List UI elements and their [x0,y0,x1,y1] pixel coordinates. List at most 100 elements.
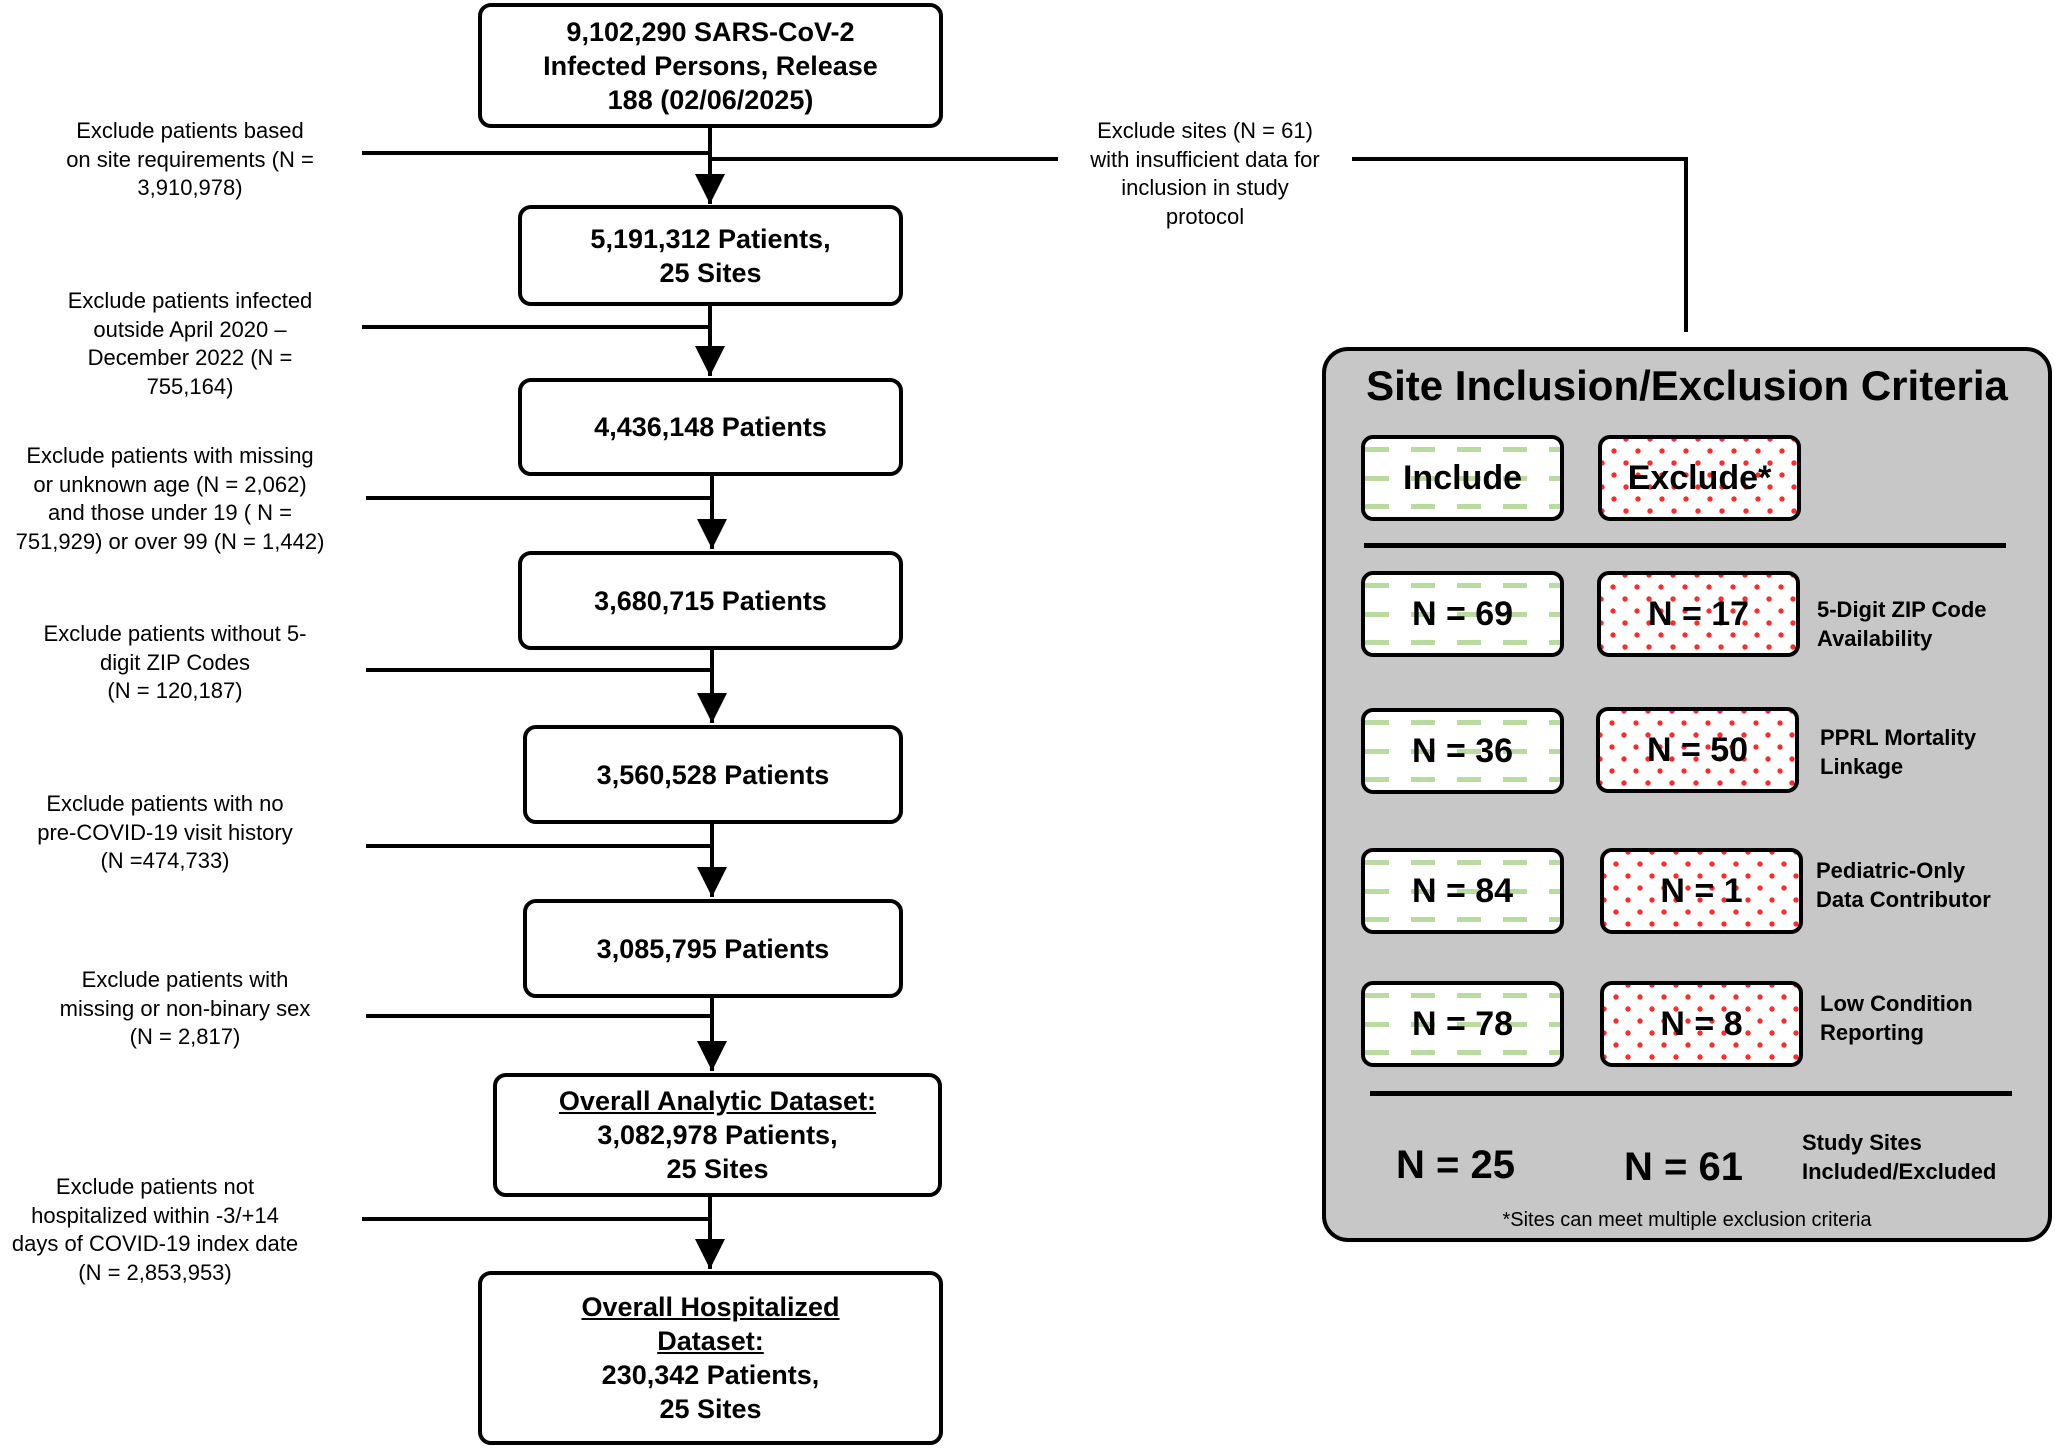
criterion-zip-exclude: N = 17 [1597,571,1800,657]
criterion-zip-include: N = 69 [1361,571,1564,657]
panel-title: Site Inclusion/Exclusion Criteria [1366,362,2008,409]
criterion-zip-label: 5-Digit ZIP Code Availability [1817,595,2047,653]
exclude-count: N = 8 [1660,1004,1743,1043]
note-line: 3,910,978) [137,175,243,200]
note-line: with insufficient data for [1090,146,1320,172]
flow-box-analytic-dataset: Overall Analytic Dataset: 3,082,978 Pati… [493,1073,942,1197]
note-line: Exclude patients infected [67,288,313,313]
exclude-count: N = 17 [1647,594,1750,633]
box-line: 3,085,795 Patients [596,933,830,964]
include-count: N = 78 [1411,1004,1514,1043]
note-line: Exclude patients based [76,118,304,143]
criterion-pediatric-include: N = 84 [1361,848,1564,934]
panel-divider-top [1364,543,2006,548]
box-line: 25 Sites [659,1394,762,1424]
include-count: N = 84 [1411,871,1514,910]
note-line: Exclude sites (N = 61) [1097,118,1313,143]
box-line: 25 Sites [666,1154,769,1184]
flow-box-site-requirements: 5,191,312 Patients, 25 Sites [518,205,903,306]
note-line: (N = 120,187) [107,678,243,703]
exclusion-note-site-requirements: Exclude patients based on site requireme… [10,117,370,203]
note-line: hospitalized within -3/+14 [31,1202,279,1228]
exclude-count: N = 50 [1646,730,1749,769]
totals-label: Study Sites Included/Excluded [1802,1128,2042,1186]
site-criteria-panel: Site Inclusion/Exclusion Criteria Includ… [1322,347,2052,1242]
total-included: N = 25 [1396,1143,1515,1187]
include-legend-label: Include [1402,458,1523,497]
exclusion-note-sex: Exclude patients with missing or non-bin… [20,966,350,1052]
box-line: 230,342 Patients, [601,1360,820,1390]
box-heading: Overall Hospitalized [581,1292,840,1322]
exclusion-note-date-range: Exclude patients infected outside April … [10,287,370,401]
totals-line: Study Sites [1802,1130,1922,1155]
box-line: 5,191,312 Patients, [590,223,831,254]
flow-box-zip: 3,560,528 Patients [523,725,903,824]
flow-box-age: 3,680,715 Patients [518,551,903,650]
flow-box-hospitalized-dataset: Overall Hospitalized Dataset: 230,342 Pa… [478,1271,943,1445]
box-line: Infected Persons, Release [543,50,878,81]
note-line: 755,164) [146,373,234,399]
note-line: pre-COVID-19 visit history [37,819,293,845]
note-line: (N =474,733) [100,848,230,873]
note-line: protocol [1165,203,1245,229]
note-line: and those under 19 ( N = [48,500,292,525]
note-line: inclusion in study [1121,175,1289,200]
note-line: (N = 2,853,953) [78,1259,232,1285]
criterion-line: PPRL Mortality [1820,725,1977,750]
criterion-line: Pediatric-Only [1816,858,1966,883]
exclusion-note-visit-history: Exclude patients with no pre-COVID-19 vi… [10,790,320,876]
exclusion-note-age: Exclude patients with missing or unknown… [0,442,340,556]
totals-line: Included/Excluded [1802,1159,1997,1184]
criterion-pediatric-exclude: N = 1 [1600,848,1803,934]
criterion-pprl-include: N = 36 [1361,708,1564,794]
box-line: 188 (02/06/2025) [607,84,814,115]
criterion-line: Linkage [1820,754,1904,779]
exclusion-note-zip: Exclude patients without 5- digit ZIP Co… [10,620,340,706]
note-line: days of COVID-19 index date [11,1231,299,1256]
criterion-condition-include: N = 78 [1361,981,1564,1067]
exclusion-note-hospitalization: Exclude patients not hospitalized within… [0,1173,310,1287]
flow-box-date-range: 4,436,148 Patients [518,378,903,476]
site-panel-connector [1352,157,1688,332]
note-line: missing or non-binary sex [59,995,311,1021]
exclude-legend-label: Exclude* [1627,458,1772,497]
box-line: 3,082,978 Patients, [597,1120,838,1150]
exclude-legend: Exclude* [1598,435,1801,521]
criterion-line: Reporting [1820,1020,1924,1045]
criterion-line: Data Contributor [1816,887,1991,912]
panel-divider-bottom [1370,1091,2012,1096]
criterion-condition-exclude: N = 8 [1600,981,1803,1067]
note-line: Exclude patients with missing [26,443,314,468]
criterion-line: Low Condition [1820,991,1973,1016]
criterion-pprl-label: PPRL Mortality Linkage [1820,723,2050,781]
note-line: 751,929) or over 99 (N = 1,442) [15,528,325,554]
site-exclusion-note: Exclude sites (N = 61) with insufficient… [1060,117,1350,231]
include-count: N = 36 [1411,731,1514,770]
note-line: on site requirements (N = [66,146,314,172]
box-line: 3,560,528 Patients [596,759,830,790]
note-line: Exclude patients without 5- [43,621,307,646]
box-line: 25 Sites [659,257,762,288]
total-excluded: N = 61 [1624,1145,1743,1189]
box-heading: Dataset: [657,1326,764,1356]
note-line: Exclude patients with [81,967,289,992]
panel-footnote: *Sites can meet multiple exclusion crite… [1502,1209,1872,1231]
flow-box-visit-history: 3,085,795 Patients [523,899,903,998]
note-line: Exclude patients with no [46,791,284,816]
include-count: N = 69 [1411,594,1514,633]
include-legend: Include [1361,435,1564,521]
note-line: December 2022 (N = [87,345,293,370]
flow-box-infected-persons: 9,102,290 SARS-CoV-2 Infected Persons, R… [478,3,943,128]
exclude-count: N = 1 [1660,871,1743,910]
criterion-line: Availability [1817,626,1933,651]
note-line: outside April 2020 – [93,316,287,342]
box-line: 3,680,715 Patients [594,585,827,616]
note-line: (N = 2,817) [129,1024,241,1049]
criterion-condition-label: Low Condition Reporting [1820,989,2050,1047]
box-heading: Overall Analytic Dataset: [558,1086,877,1116]
criterion-line: 5-Digit ZIP Code [1817,597,1987,622]
criterion-pediatric-label: Pediatric-Only Data Contributor [1816,856,2046,914]
note-line: Exclude patients not [55,1174,255,1199]
criterion-pprl-exclude: N = 50 [1596,707,1799,793]
